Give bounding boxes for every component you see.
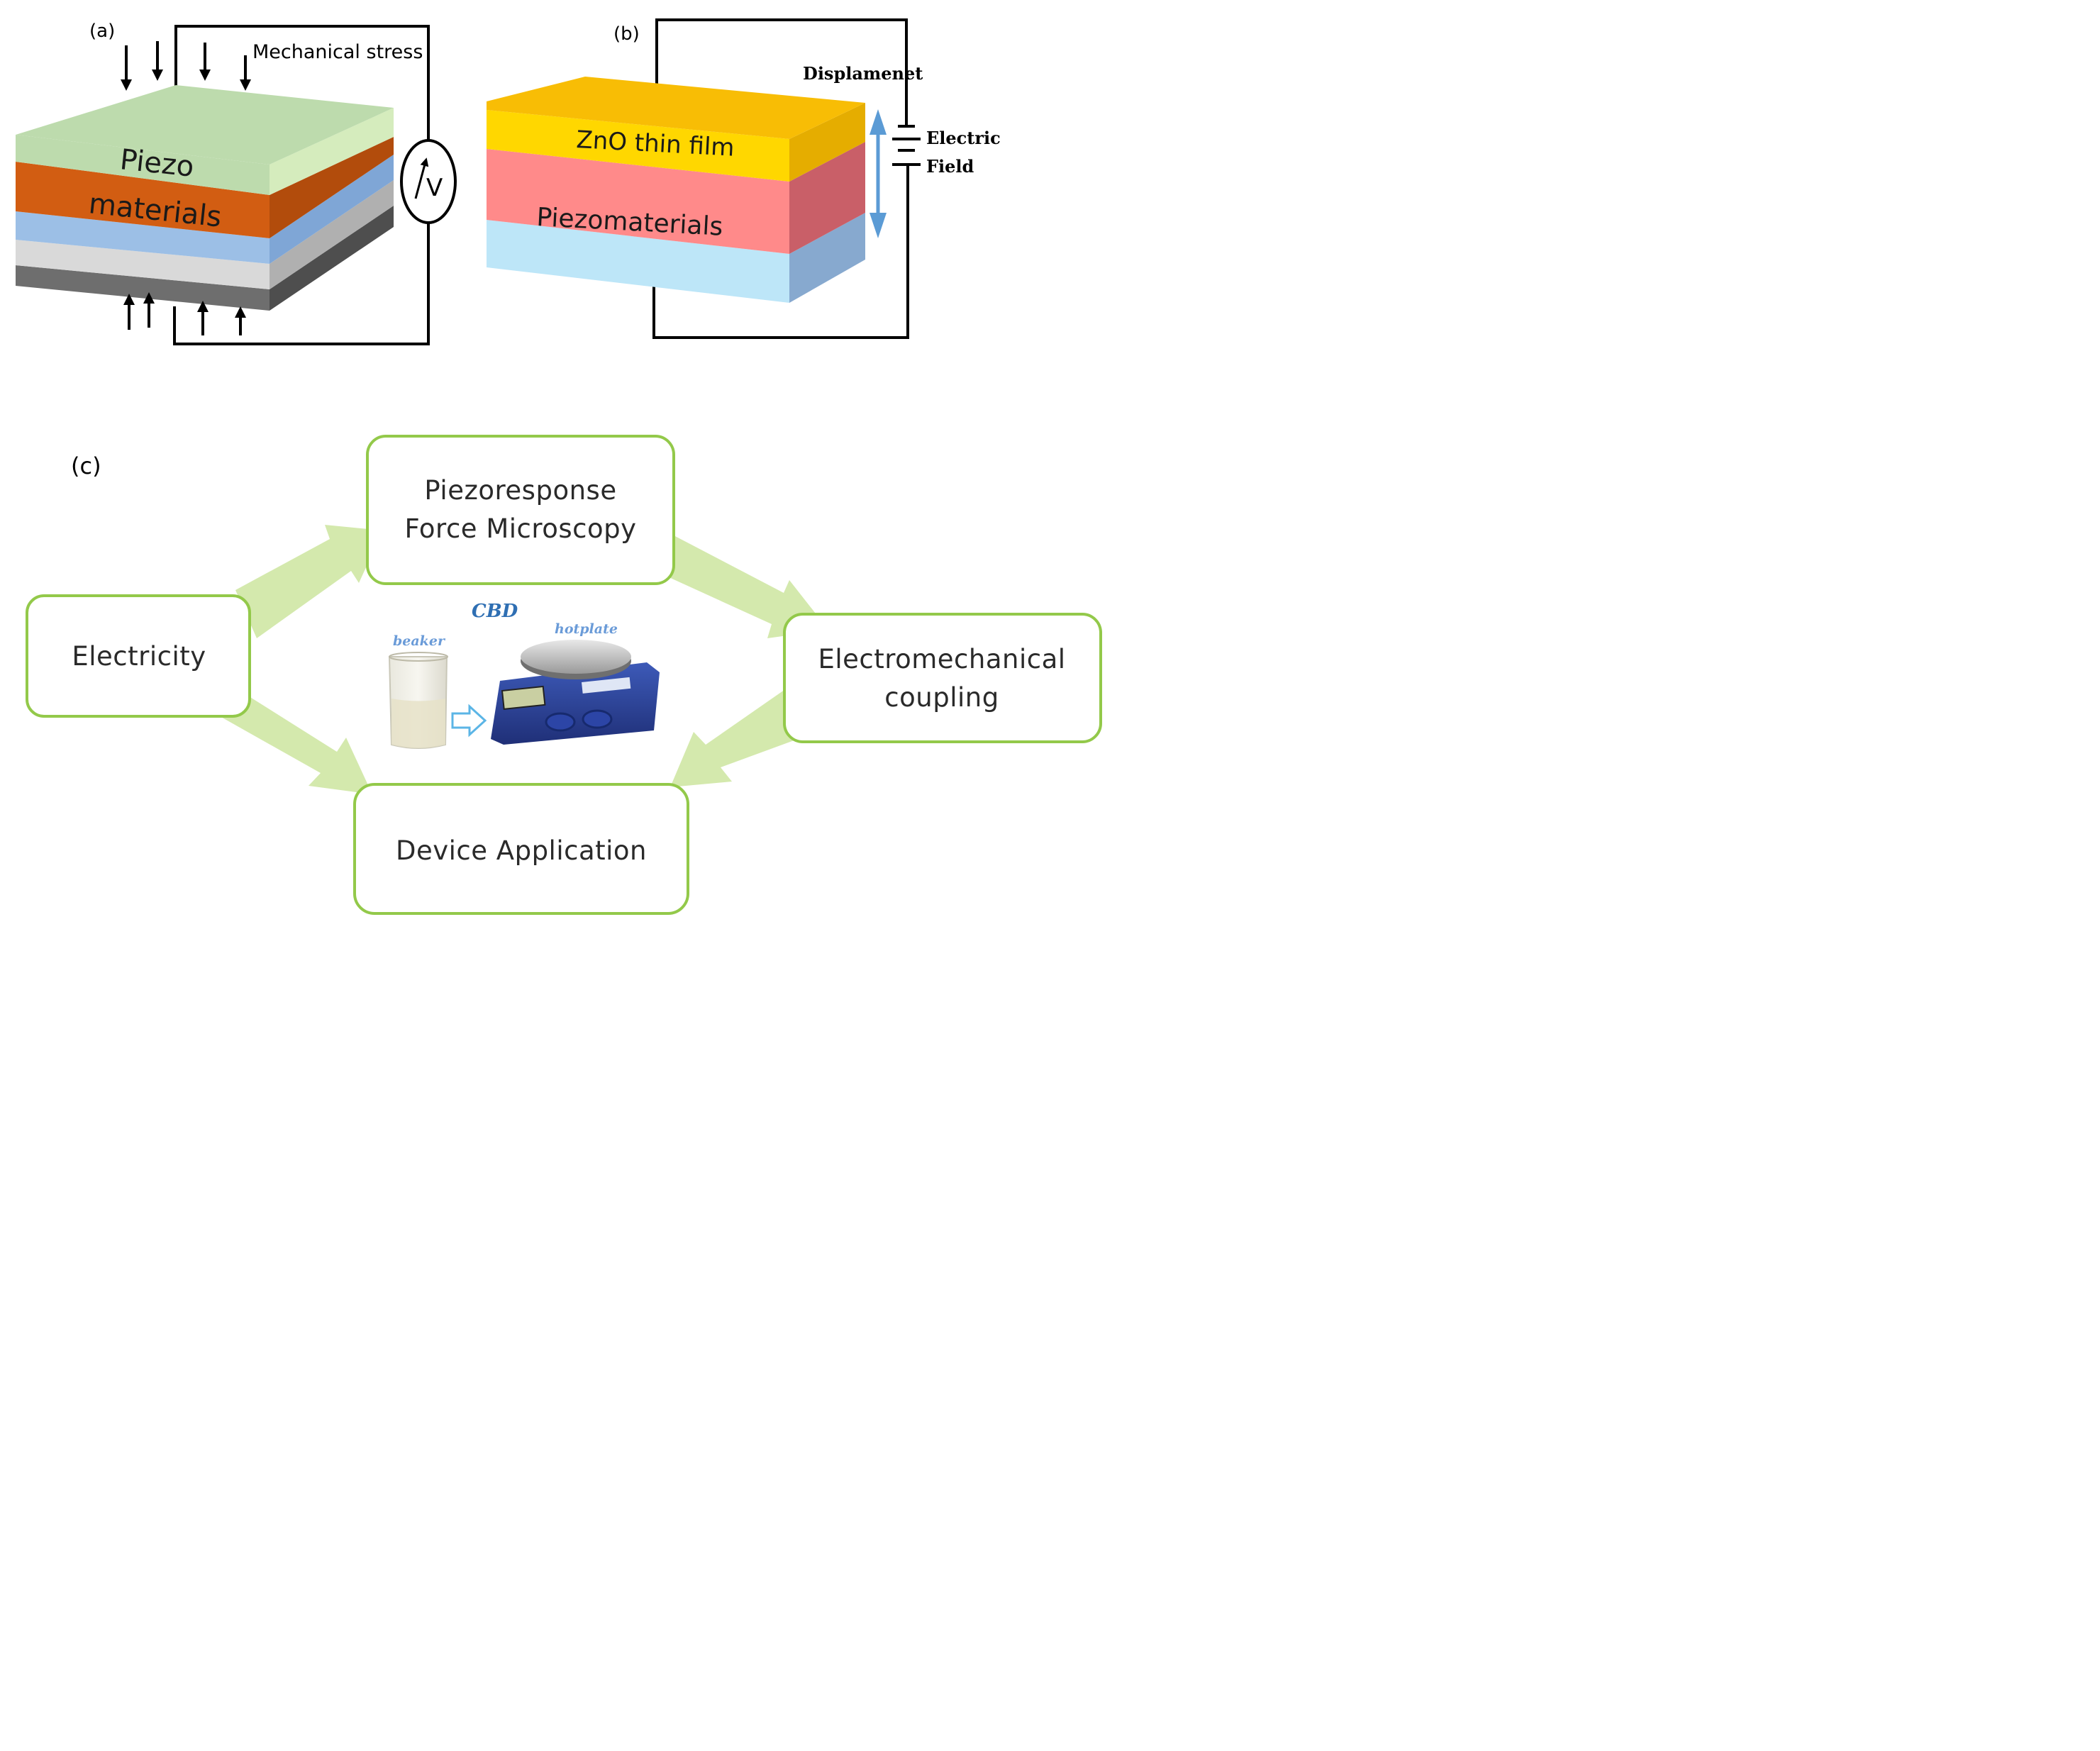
panel-a: (a) V Pie (16, 21, 457, 345)
displacement-label: Displamenet (803, 63, 923, 84)
box-electromechanical (783, 613, 1102, 743)
flow-arrow-electricity-to-pfm (235, 525, 383, 638)
flow-arrow-em-to-device (670, 688, 798, 787)
box-pfm (366, 435, 675, 585)
panel-b-label: (b) (613, 23, 640, 45)
displacement-double-arrow (870, 109, 887, 238)
panel-a-label: (a) (89, 21, 115, 42)
flow-arrow-electricity-to-device (220, 695, 372, 794)
hotplate-label: hotplate (555, 621, 618, 637)
box-electricity-label: Electricity (72, 641, 206, 672)
mechanical-stress-label: Mechanical stress (252, 41, 423, 63)
electric-field-label-line2: Field (926, 156, 974, 177)
box-electricity (26, 594, 251, 718)
zno-stack (487, 77, 865, 303)
cbd-illustration: CBD beaker hotplate (388, 601, 660, 749)
stress-arrows-bottom (123, 292, 246, 335)
piezo-label-line1: Piezo (118, 143, 196, 184)
box-device-label: Device Application (396, 835, 647, 866)
box-pfm-line1: Piezoresponse (424, 475, 616, 506)
circuit-wire-a (174, 25, 430, 140)
voltmeter: V (400, 139, 457, 224)
piezo-block (16, 85, 394, 311)
circuit-wire-a-bottom (173, 223, 430, 345)
box-device-application (353, 783, 689, 915)
voltmeter-label: V (426, 174, 443, 202)
panel-b: (b) Displamenet Electric Field (487, 18, 1001, 339)
circuit-wire-b-top (655, 18, 908, 126)
flow-arrows (220, 525, 828, 794)
stress-arrows-top (121, 41, 251, 91)
hotplate-icon (491, 640, 660, 745)
circuit-wire-b-bottom (652, 165, 909, 339)
beaker-icon (388, 652, 448, 749)
process-arrow-icon (451, 704, 487, 738)
panel-c-label: (c) (71, 452, 101, 479)
box-electromechanical-line1: Electromechanical (818, 644, 1065, 674)
box-electromechanical-line2: coupling (884, 682, 999, 713)
panel-c: (c) Piezoresponse Force Microscopy Elect… (26, 435, 1102, 915)
box-pfm-line2: Force Microscopy (404, 513, 636, 544)
flow-arrow-pfm-to-em (660, 535, 828, 638)
figure-canvas: (a) V Pie (16, 18, 1102, 915)
battery-icon (892, 125, 921, 166)
cbd-title: CBD (472, 601, 518, 622)
electric-field-label-line1: Electric (926, 128, 1001, 148)
beaker-label: beaker (393, 633, 446, 649)
